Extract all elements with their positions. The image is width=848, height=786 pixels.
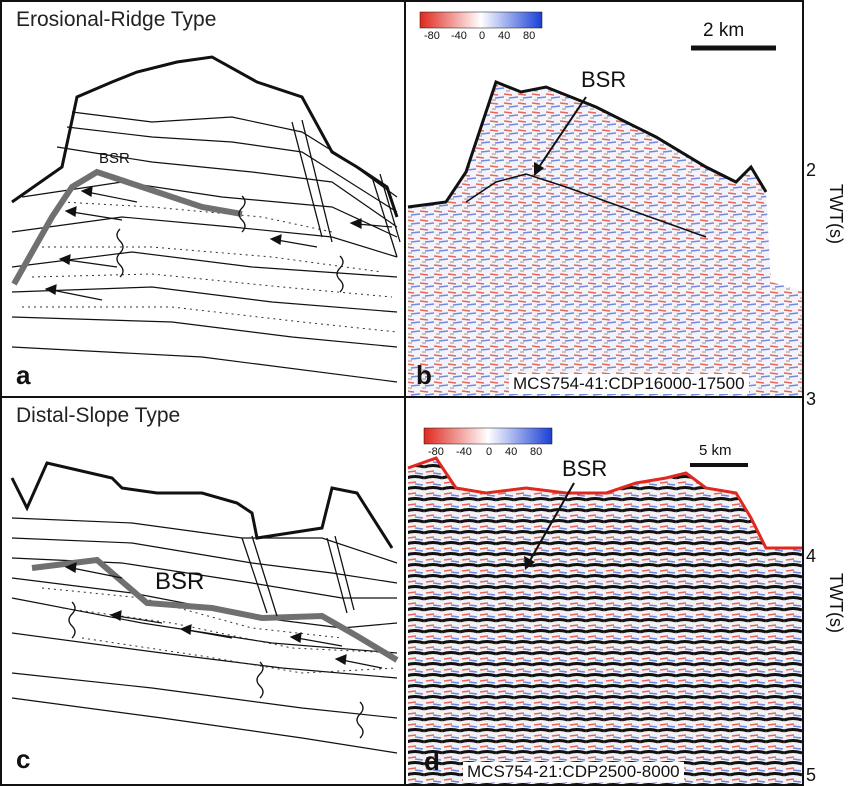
sand-layer — [61, 201, 333, 233]
twt-axis-label: TWT(s) — [826, 573, 846, 633]
fluid-arrow — [71, 567, 123, 579]
seafloor-reflector — [407, 456, 802, 550]
stratum-line — [11, 537, 398, 584]
fluid-path-wavy — [116, 228, 124, 278]
fluid-arrow — [51, 289, 103, 301]
colorbar-tick: 40 — [498, 30, 511, 42]
stratum-line — [11, 286, 398, 313]
stratum-line — [11, 316, 398, 348]
colorbar-tick: -80 — [428, 446, 444, 458]
bsr-arrow — [527, 482, 575, 565]
stratum-line — [11, 251, 398, 278]
colorbar-tick: 0 — [486, 446, 493, 458]
seismic-line-id: MCS754-21:CDP2500-8000 — [463, 762, 684, 782]
panel-letter: b — [416, 360, 432, 390]
fault — [326, 537, 348, 614]
twt-tick: 2 — [806, 160, 817, 180]
fluid-path-wavy — [68, 601, 76, 639]
fluid-arrow — [356, 223, 393, 228]
panel-d-seismic-image — [407, 427, 802, 784]
fluid-path-wavy — [256, 661, 264, 699]
scale-label: 2 km — [703, 20, 745, 41]
fluid-arrow — [276, 239, 318, 248]
bsr-label: BSR — [99, 150, 130, 167]
panel-b-seismic: -80 -40 0 40 80 2 km BSR b MCS754-41:CDP… — [404, 0, 804, 398]
fluid-path-wavy — [356, 701, 364, 739]
fluid-arrow — [86, 191, 138, 203]
twt-axis-label: TWT(s) — [826, 184, 846, 244]
seismic-line-id: MCS754-41:CDP16000-17500 — [509, 374, 749, 394]
fault — [241, 537, 268, 614]
panel-d-seismic: -80 -40 0 40 80 5 km BSR d MCS754-21:CDP… — [404, 396, 804, 786]
colorbar-tick: -80 — [424, 30, 440, 42]
fluid-arrow — [341, 659, 383, 669]
panel-letter: a — [16, 360, 31, 390]
panel-title: Distal-Slope Type — [16, 404, 181, 427]
seismic-body — [408, 82, 802, 396]
fault — [251, 535, 278, 617]
stratum-line — [11, 672, 398, 719]
panel-letter: c — [16, 744, 31, 774]
stratum-line — [21, 181, 398, 238]
fluid-arrow — [296, 637, 343, 647]
stratum-line — [71, 111, 398, 198]
fault — [301, 119, 333, 243]
colorbar-tick: 80 — [523, 30, 536, 42]
fluid-arrow — [186, 629, 233, 639]
colorbar-tick: -40 — [456, 446, 472, 458]
panel-letter: d — [424, 746, 440, 776]
stratum-line — [66, 126, 398, 213]
panel-a-drawing — [11, 55, 401, 383]
fault — [379, 173, 401, 243]
bsr-arrow — [536, 96, 587, 171]
bsr-line — [31, 556, 399, 663]
twt-tick: 4 — [806, 546, 817, 566]
colorbar-tick: 80 — [530, 446, 543, 458]
seafloor-profile — [11, 55, 399, 218]
colorbar-tick: 0 — [479, 30, 486, 42]
bsr-label: BSR — [562, 456, 608, 481]
fault — [291, 121, 323, 238]
scale-label: 5 km — [699, 442, 732, 459]
fluid-path-wavy — [336, 255, 344, 293]
twt-tick: 5 — [806, 765, 817, 785]
sand-layer — [41, 587, 343, 639]
colorbar-tick: 40 — [505, 446, 518, 458]
panel-c-schematic: Distal-Slope Type BSR c — [0, 396, 406, 786]
panel-c-drawing — [10, 461, 399, 754]
stratum-line — [11, 346, 398, 383]
fluid-arrow — [116, 615, 163, 624]
seafloor-profile — [10, 461, 394, 549]
seafloor-reflector — [407, 80, 768, 209]
stratum-line — [56, 146, 398, 228]
colorbar — [423, 427, 553, 445]
bsr-reflector — [465, 173, 707, 238]
sand-layer — [42, 246, 383, 273]
twt-tick: 3 — [806, 389, 817, 409]
fluid-arrow — [66, 259, 118, 268]
bsr-line — [11, 168, 243, 286]
bsr-label: BSR — [155, 568, 205, 595]
stratum-line — [11, 632, 398, 679]
sand-layer — [81, 637, 398, 674]
bsr-label: BSR — [581, 67, 627, 92]
panel-a-schematic: Erosional-Ridge Type BSR a — [0, 0, 406, 398]
colorbar-tick: -40 — [451, 30, 467, 42]
fluid-path-wavy — [238, 195, 246, 233]
stratum-line — [11, 216, 398, 258]
colorbar — [419, 11, 543, 29]
seismic-body — [408, 458, 802, 784]
sand-layer — [31, 273, 393, 298]
fault — [371, 176, 398, 258]
fault — [334, 535, 355, 611]
stratum-line — [11, 697, 398, 754]
fluid-arrow — [71, 211, 123, 221]
panel-b-seismic-image — [407, 11, 802, 396]
panel-title: Erosional-Ridge Type — [16, 8, 217, 31]
